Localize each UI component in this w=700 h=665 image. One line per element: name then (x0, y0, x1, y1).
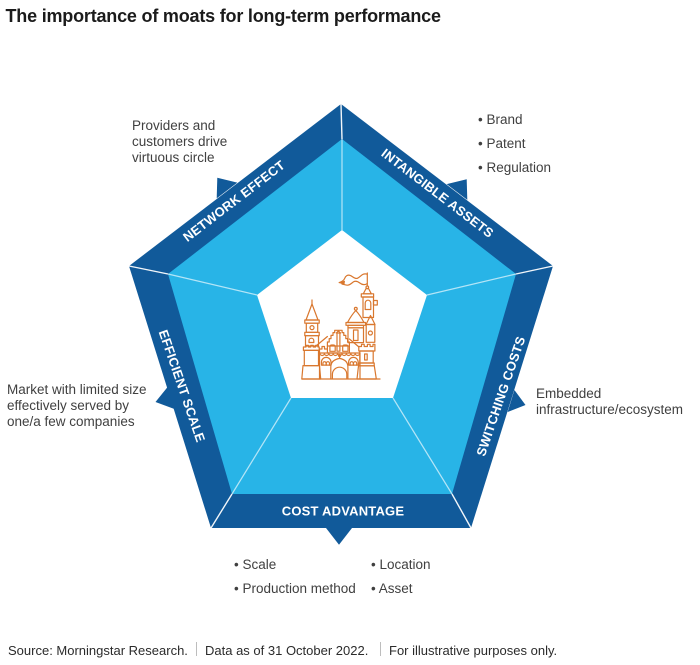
svg-text:COST ADVANTAGE: COST ADVANTAGE (282, 504, 405, 519)
